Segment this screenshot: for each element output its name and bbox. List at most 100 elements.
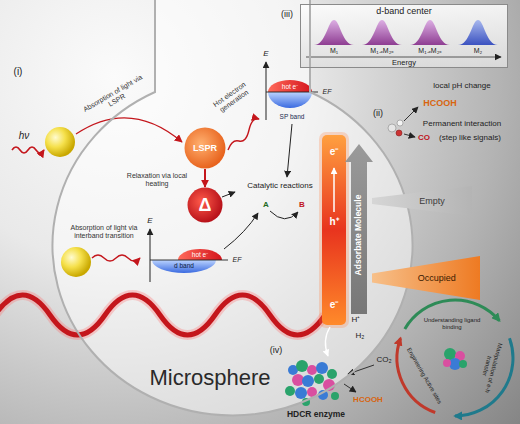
charge-label: e⁻ xyxy=(330,146,339,158)
molecule xyxy=(404,134,415,137)
band-diagram xyxy=(268,92,312,108)
note-label: local pH change xyxy=(433,81,490,90)
electrode-bar xyxy=(322,135,346,325)
cycle-step-label: Manipulation of e-h transfer xyxy=(474,331,505,402)
enzyme xyxy=(285,386,295,396)
molecule xyxy=(404,107,418,121)
process-label: Hot electron generation xyxy=(205,76,259,121)
product-label: CO xyxy=(418,133,430,142)
enzyme xyxy=(459,360,467,368)
light-wave xyxy=(0,295,325,335)
product-label: HCOOH xyxy=(423,98,457,108)
band-label: d band xyxy=(174,262,194,269)
reaction-arrow xyxy=(224,213,258,249)
microsphere-flask: Microsphere LSPR Δ xyxy=(30,0,430,424)
fermi-level-label: EF xyxy=(233,256,242,264)
cycle-ring xyxy=(455,338,513,416)
photon-arrow xyxy=(228,119,259,150)
enzyme xyxy=(327,369,337,379)
band-diagram xyxy=(266,62,267,120)
enzyme xyxy=(302,375,314,387)
product-label: B xyxy=(299,200,305,209)
enzyme xyxy=(443,359,451,367)
process-label: Catalytic reactions xyxy=(247,181,312,190)
molecule xyxy=(397,120,403,126)
band-label: hot e⁻ xyxy=(282,83,298,90)
panel-number: (i) xyxy=(14,66,23,78)
charge-label: e⁻ xyxy=(330,299,339,311)
note-label: Permanent interaction xyxy=(423,119,501,128)
panel-number: (iv) xyxy=(270,345,283,355)
light-wave xyxy=(0,295,325,335)
heat-circle-outline xyxy=(188,188,223,223)
electrode-bar xyxy=(319,132,349,328)
species-label: H⁺ xyxy=(352,315,361,324)
photon-symbol: hν xyxy=(19,130,30,142)
species-label: H₂ xyxy=(356,331,365,340)
band-diagram xyxy=(150,229,151,282)
panel-number: (ii) xyxy=(373,108,383,118)
process-label: Absorption of light via interband transi… xyxy=(62,224,146,240)
enzyme xyxy=(344,384,356,392)
molecule xyxy=(388,107,418,137)
nanoparticle xyxy=(61,247,91,277)
cycle-step-label: Understanding ligand binding xyxy=(417,317,487,331)
axis-label: Energy xyxy=(392,59,416,68)
molecule xyxy=(388,124,396,132)
band-diagram xyxy=(268,80,312,92)
lspr-circle: LSPR xyxy=(184,127,226,169)
charge-label: h⁺ xyxy=(329,216,338,228)
empty-state-wedge: Empty xyxy=(372,186,472,216)
reaction-arrow xyxy=(270,211,298,219)
cycle-ring xyxy=(397,300,513,416)
enzyme xyxy=(331,392,339,400)
enzyme xyxy=(443,348,467,370)
node-text: LSPR xyxy=(193,143,217,153)
node-text: Occupied xyxy=(418,273,456,283)
process-label: Absorption of light via LSPR xyxy=(81,73,150,122)
axis-label: E xyxy=(147,216,152,225)
band-diagram xyxy=(178,249,222,260)
axis-label: Adsorbate Molecule xyxy=(354,195,364,276)
dband-plot xyxy=(314,20,354,45)
light-wave xyxy=(0,295,325,335)
process-arrow xyxy=(204,169,206,187)
occupied-state-wedge: Occupied xyxy=(372,256,480,300)
dband-plot xyxy=(306,57,501,58)
photon-arrow xyxy=(92,255,140,261)
microsphere-flask-outline xyxy=(53,0,413,415)
nanoparticle xyxy=(45,127,75,157)
cycle-step-label: Engineering Active sites xyxy=(404,344,445,408)
note-label: (step like signals) xyxy=(439,133,501,142)
dband-plot xyxy=(410,20,450,45)
reaction-arrow xyxy=(287,124,292,177)
dband-box-outline xyxy=(301,5,508,68)
species-label: CO₂ xyxy=(376,355,391,364)
enzyme xyxy=(296,360,308,372)
panel-number: (iii) xyxy=(281,9,293,19)
photon-arrow xyxy=(12,118,259,261)
dband-plot xyxy=(300,4,508,68)
lspr-circle-outline xyxy=(185,128,226,169)
adsorbate-arrow xyxy=(345,144,373,314)
electrode-bar xyxy=(325,327,330,356)
node-text: Microsphere xyxy=(149,365,270,390)
photon-arrow xyxy=(12,147,44,153)
electrode-bar xyxy=(333,168,335,212)
adsorbate-arrow xyxy=(345,144,373,314)
empty-state-wedge-outline xyxy=(372,186,472,216)
dband-plot xyxy=(300,4,508,68)
node-text: d-band center xyxy=(376,6,432,16)
cycle-ring xyxy=(397,338,435,412)
band-label: SP band xyxy=(280,113,305,120)
product-label: HCOOH xyxy=(353,395,383,404)
enzyme xyxy=(295,387,307,399)
enzyme xyxy=(314,374,324,384)
band-diagram xyxy=(150,260,228,261)
enzyme xyxy=(307,365,317,375)
axis-label: E xyxy=(263,49,268,58)
heat-circle: Δ xyxy=(187,187,223,223)
node-text: Empty xyxy=(419,196,445,206)
microsphere-flask-shape xyxy=(30,0,430,424)
metal-label: M₁ xyxy=(330,47,338,55)
